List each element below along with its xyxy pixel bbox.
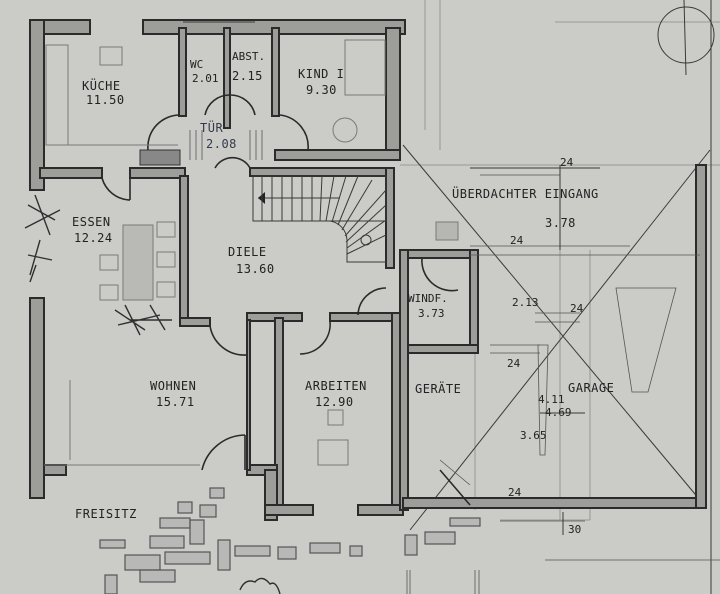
dimension-labels: 24 24 2.13 24 24 3.65 24 30 bbox=[507, 156, 584, 536]
tree-symbol bbox=[657, 0, 715, 76]
room-name-wohnen: WOHNEN bbox=[150, 379, 196, 393]
room-area-arbeiten: 12.90 bbox=[315, 395, 354, 409]
room-area-abst: 2.15 bbox=[232, 69, 263, 83]
room-name-garage: GARAGE bbox=[568, 381, 614, 395]
room-name-diele: DIELE bbox=[228, 245, 267, 259]
room-area-kueche: 11.50 bbox=[86, 93, 125, 107]
room-name-windf: WINDF. bbox=[408, 292, 448, 305]
room-name-abst: ABST. bbox=[232, 50, 265, 63]
room-name-essen: ESSEN bbox=[72, 215, 111, 229]
walls bbox=[29, 19, 707, 521]
room-name-geraete: GERÄTE bbox=[415, 381, 461, 396]
room-area-tuer: 2.08 bbox=[206, 137, 237, 151]
dim-24-left: 24 bbox=[510, 234, 524, 247]
room-labels: KÜCHE 11.50 WC 2.01 ABST. 2.15 KIND I 9.… bbox=[72, 50, 614, 521]
room-area-diele: 13.60 bbox=[236, 262, 275, 276]
dim-24-mid: 24 bbox=[570, 302, 584, 315]
room-name-arbeiten: ARBEITEN bbox=[305, 379, 367, 393]
room-name-wc: WC bbox=[190, 58, 203, 71]
dim-30: 30 bbox=[568, 523, 581, 536]
car-outline bbox=[537, 287, 677, 456]
room-name-tuer: TÜR bbox=[200, 119, 223, 135]
room-area-kind1: 9.30 bbox=[306, 83, 337, 97]
room-name-eingang: ÜBERDACHTER EINGANG bbox=[452, 185, 599, 201]
plants bbox=[24, 194, 172, 336]
dim-24-low: 24 bbox=[507, 357, 521, 370]
room-area-eingang: 3.78 bbox=[545, 216, 576, 230]
outdoor-freisitz-label: FREISITZ bbox=[75, 507, 137, 521]
staircase bbox=[189, 130, 387, 263]
room-area-wc: 2.01 bbox=[192, 72, 219, 85]
dimension-lines bbox=[470, 165, 700, 535]
room-area-garage-struck: 4.11 bbox=[538, 393, 565, 406]
room-area-windf: 3.73 bbox=[418, 307, 445, 320]
room-area-essen: 12.24 bbox=[74, 231, 113, 245]
dim-2-13: 2.13 bbox=[512, 296, 539, 309]
dim-24-bottom: 24 bbox=[508, 486, 522, 499]
dim-24-top: 24 bbox=[560, 156, 574, 169]
room-name-kind1: KIND I bbox=[298, 67, 344, 81]
paving-stones bbox=[99, 487, 481, 594]
roof-diagonals bbox=[402, 144, 711, 531]
furniture bbox=[44, 39, 459, 466]
room-name-kueche: KÜCHE bbox=[82, 77, 121, 93]
room-area-wohnen: 15.71 bbox=[156, 395, 195, 409]
dim-3-65: 3.65 bbox=[520, 429, 547, 442]
door-swings bbox=[101, 94, 471, 506]
